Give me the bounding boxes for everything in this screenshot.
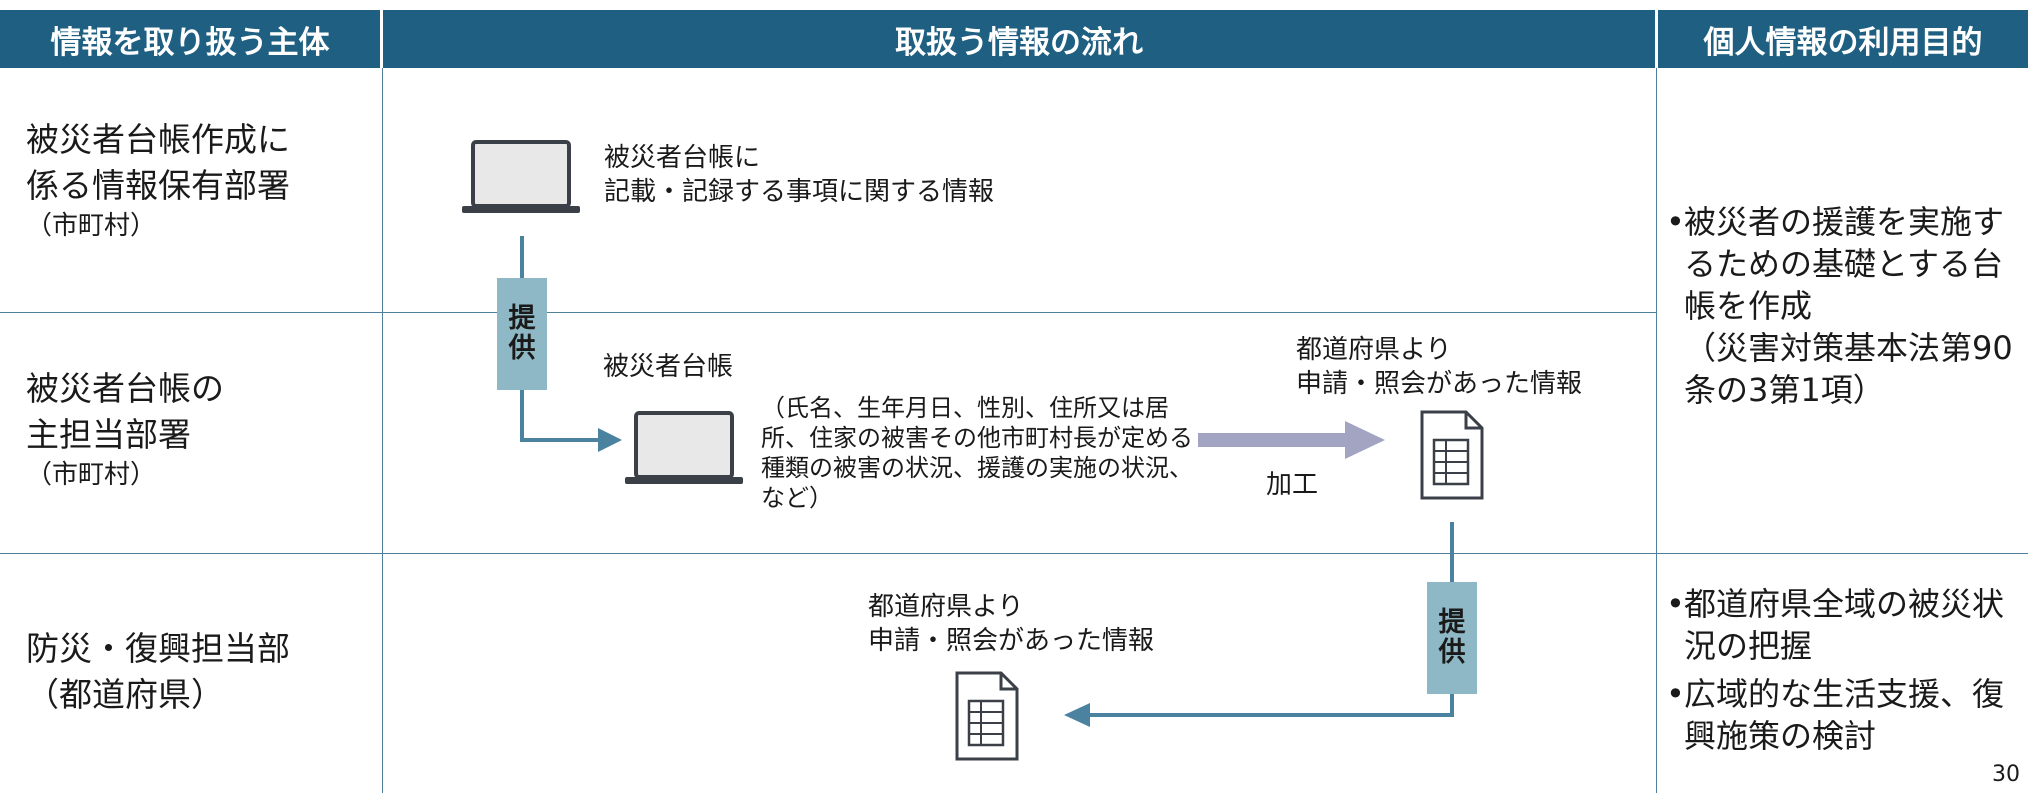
bullet-icon: • xyxy=(1666,203,1685,241)
top-info-line1: 被災者台帳に xyxy=(604,143,761,173)
purpose-prefecture-text-1: 都道府県全域の被災状況の把握 xyxy=(1684,585,2005,665)
provide-box-1-char1: 提 xyxy=(508,303,536,334)
bullet-icon: • xyxy=(1666,585,1685,623)
ledger-detail: （氏名、生年月日、性別、住所又は居所、住家の被害その他市町村長が定める種類の被害… xyxy=(761,394,1193,512)
column-divider-2 xyxy=(1656,68,1657,793)
bottom-info-line2: 申請・照会があった情報 xyxy=(868,626,1155,656)
provide-box-1: 提 供 xyxy=(497,278,547,390)
actor-info-holder: 被災者台帳作成に 係る情報保有部署 （市町村） xyxy=(26,117,290,243)
purpose-prefecture-item-2: • 広域的な生活支援、復興施策の検討 xyxy=(1666,673,2021,757)
provide-box-2: 提 供 xyxy=(1427,582,1477,694)
actor-prefecture: 防災・復興担当部 （都道府県） xyxy=(26,626,290,718)
provide-box-1-char2: 供 xyxy=(508,333,536,364)
actor-prefecture-line1: 防災・復興担当部 xyxy=(26,629,290,668)
header-purpose: 個人情報の利用目的 xyxy=(1658,10,2028,68)
pref-info-line2: 申請・照会があった情報 xyxy=(1296,369,1583,399)
row-divider-1 xyxy=(0,312,1656,313)
top-info-label: 被災者台帳に 記載・記録する事項に関する情報 xyxy=(604,141,994,209)
process-label: 加工 xyxy=(1266,470,1319,500)
laptop-icon-ledger xyxy=(625,411,743,484)
pref-info-line1: 都道府県より xyxy=(1296,335,1452,365)
actor-ledger-owner-sub: （市町村） xyxy=(26,460,157,490)
purpose-prefecture-item-1: • 都道府県全域の被災状況の把握 xyxy=(1666,583,2021,667)
top-info-line2: 記載・記録する事項に関する情報 xyxy=(604,177,995,207)
pref-info-label: 都道府県より 申請・照会があった情報 xyxy=(1296,333,1582,401)
header-actor: 情報を取り扱う主体 xyxy=(0,10,380,68)
purpose-municipal-item: • 被災者の援護を実施するための基礎とする台帳を作成 xyxy=(1666,201,2021,327)
provide-box-2-char1: 提 xyxy=(1438,607,1466,638)
purpose-prefecture-text-2: 広域的な生活支援、復興施策の検討 xyxy=(1684,675,2005,755)
column-divider-1 xyxy=(382,68,383,793)
provide-arrowhead-2 xyxy=(1064,703,1090,727)
actor-info-holder-sub: （市町村） xyxy=(26,211,157,241)
document-icon-pref-info xyxy=(1420,410,1484,500)
document-icon-bottom xyxy=(955,671,1019,761)
page-number: 30 xyxy=(1992,762,2020,787)
provide-arrowhead-1 xyxy=(598,428,622,452)
process-arrowhead xyxy=(1345,421,1385,459)
purpose-prefecture: • 都道府県全域の被災状況の把握 • 広域的な生活支援、復興施策の検討 xyxy=(1666,583,2021,757)
bullet-icon: • xyxy=(1666,675,1685,713)
actor-ledger-owner: 被災者台帳の 主担当部署 （市町村） xyxy=(26,366,224,492)
provide-box-2-char2: 供 xyxy=(1438,637,1466,668)
bottom-info-label: 都道府県より 申請・照会があった情報 xyxy=(868,590,1154,658)
actor-info-holder-line1: 被災者台帳作成に xyxy=(26,120,290,159)
header-flow: 取扱う情報の流れ xyxy=(383,10,1655,68)
process-arrow-shaft xyxy=(1198,433,1348,447)
purpose-municipal-text: 被災者の援護を実施するための基礎とする台帳を作成 xyxy=(1684,203,2005,325)
actor-prefecture-line2: （都道府県） xyxy=(26,675,224,714)
bottom-info-line1: 都道府県より xyxy=(868,592,1024,622)
laptop-icon-top xyxy=(462,140,580,213)
purpose-municipal: • 被災者の援護を実施するための基礎とする台帳を作成 （災害対策基本法第90条の… xyxy=(1666,201,2021,411)
actor-ledger-owner-line1: 被災者台帳の xyxy=(26,369,224,408)
purpose-municipal-law: （災害対策基本法第90条の3第1項） xyxy=(1684,329,2013,409)
row-divider-2 xyxy=(0,553,2028,554)
ledger-label: 被災者台帳 xyxy=(603,352,734,382)
actor-info-holder-line2: 係る情報保有部署 xyxy=(26,166,290,205)
actor-ledger-owner-line2: 主担当部署 xyxy=(26,415,191,454)
